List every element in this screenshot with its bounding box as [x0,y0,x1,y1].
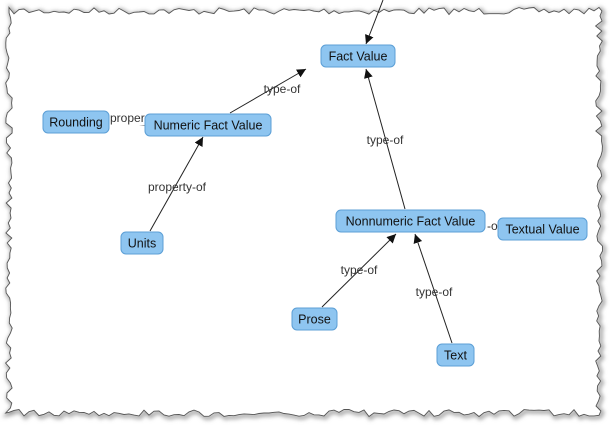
edge-nonnumeric-to-fact: type-of [364,68,406,210]
edge-label: type-of [416,285,453,299]
node-box[interactable] [291,307,338,331]
edge-line [321,233,397,308]
edge-label: type-of [341,263,378,277]
edge-line [149,136,204,232]
edge-numeric-to-fact: type-of [229,68,307,114]
node-box[interactable] [320,44,396,68]
node-label: Text [444,349,467,363]
edge-line [365,0,384,45]
node-label: Nonnumeric Fact Value [346,215,476,229]
node-box[interactable] [335,209,486,233]
edge-line [229,68,307,114]
node-box[interactable] [497,217,588,241]
node-fact-value[interactable]: Fact Value [320,44,396,68]
node-box[interactable] [436,343,475,367]
node-units[interactable]: Units [120,231,164,255]
edge-label: property-of [148,180,207,194]
node-box[interactable] [120,231,164,255]
edge-prose-to-nonnumeric: type-of [321,233,397,308]
edge-text-to-nonnumeric: type-of [413,233,453,344]
edge-label-background [108,111,151,125]
node-rounding[interactable]: Rounding [42,110,110,134]
edge-label: type-of [264,82,301,96]
node-prose[interactable]: Prose [291,307,338,331]
node-textual-value[interactable]: Textual Value [497,217,588,241]
edge-units-to-numeric: property-of [148,136,207,232]
edge-label: proper [110,111,145,125]
node-label: Prose [298,313,331,327]
edge-line [364,68,406,210]
edge-rounding-to-numeric: proper [108,111,151,126]
node-box[interactable] [42,110,110,134]
node-label: Fact Value [329,50,388,64]
node-nonnumeric-fact-value[interactable]: Nonnumeric Fact Value [335,209,486,233]
frame-edge [4,6,603,418]
node-box[interactable] [144,113,272,137]
node-text[interactable]: Text [436,343,475,367]
edge-line [413,233,453,344]
edge-offscreen-to-fact [365,0,384,45]
node-label: Numeric Fact Value [154,119,263,133]
edge-label: type-of [367,133,404,147]
node-label: Units [128,237,156,251]
node-label: Textual Value [505,223,579,237]
node-numeric-fact-value[interactable]: Numeric Fact Value [144,113,272,137]
torn-paper-frame [2,3,607,421]
node-label: Rounding [49,116,103,130]
